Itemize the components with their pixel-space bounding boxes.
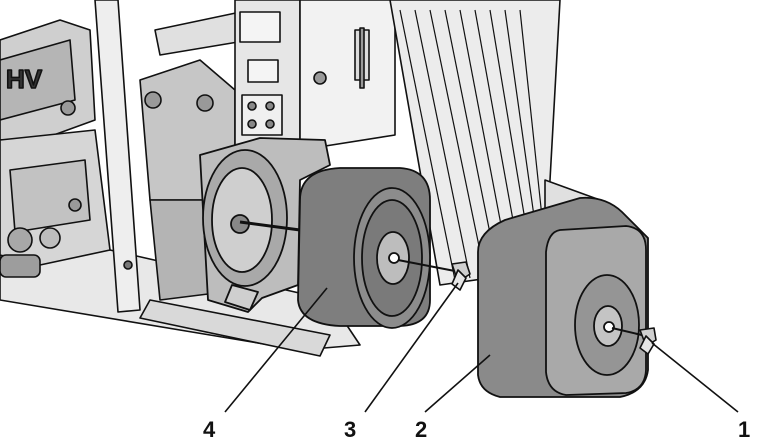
leader-line-1 xyxy=(651,342,739,413)
callout-1: 1 xyxy=(738,417,750,442)
leader-line-4 xyxy=(224,287,328,413)
wing-nut-inner xyxy=(397,259,471,291)
engine-badge: HV xyxy=(6,64,43,94)
filter-cover xyxy=(477,196,649,398)
wing-nut-outer xyxy=(611,327,657,355)
leader-line-2 xyxy=(424,354,491,413)
filter-element xyxy=(297,167,431,329)
leader-line-3 xyxy=(364,282,459,413)
leader-lines xyxy=(224,282,739,413)
callout-3: 3 xyxy=(344,417,356,442)
callout-4: 4 xyxy=(203,417,216,442)
callout-2: 2 xyxy=(415,417,427,442)
callout-labels: 4 3 2 1 xyxy=(203,417,750,442)
engine-block: HV xyxy=(0,0,601,357)
